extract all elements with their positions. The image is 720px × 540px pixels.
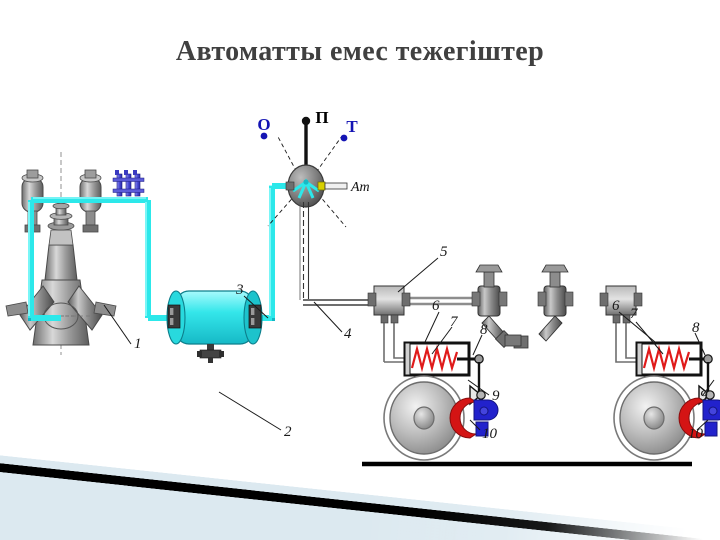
port-label-t: Т — [346, 117, 358, 136]
cooling-fins — [112, 170, 145, 197]
pipe-junction-right — [599, 285, 643, 340]
port-dot-o — [260, 132, 268, 140]
port-label-p: П — [315, 108, 328, 127]
port-dot-t — [340, 134, 348, 142]
air-reservoir — [166, 290, 263, 363]
brake-air-line — [303, 296, 640, 306]
page-title: Автоматты емес тежегіштер — [175, 36, 545, 67]
callout-6-right: 6 — [612, 298, 620, 314]
callout-1: 1 — [134, 336, 142, 352]
callout-7-right: 7 — [630, 306, 639, 322]
callout-9-left: 9 — [492, 388, 500, 404]
callout-3: 3 — [235, 282, 244, 298]
port-label-at: Ат — [350, 180, 370, 195]
callout-8-left: 8 — [480, 322, 488, 338]
callout-leaders — [103, 257, 715, 431]
drivers-brake-valve — [267, 116, 348, 300]
callout-4: 4 — [344, 326, 352, 342]
callout-9-right: 9 — [700, 388, 708, 404]
callout-6-left: 6 — [432, 298, 440, 314]
coupling-valves — [471, 264, 574, 349]
callout-7-left: 7 — [450, 314, 459, 330]
port-label-o: О — [257, 115, 270, 134]
pipe-junction-left — [367, 285, 411, 340]
brake-system-diagram: О П Т Ат — [5, 108, 720, 467]
callout-2: 2 — [284, 424, 292, 440]
callout-10-left: 10 — [482, 426, 498, 442]
compressor-head-right — [79, 169, 102, 233]
brake-assembly-left — [383, 340, 499, 461]
callout-5: 5 — [440, 244, 448, 260]
callout-10-right: 10 — [688, 426, 704, 442]
callout-8-right: 8 — [692, 320, 700, 336]
decorative-texture-band — [0, 470, 517, 540]
pipe-highlights — [28, 188, 271, 316]
compressor-unit — [5, 152, 145, 355]
brake-assembly-right — [613, 340, 720, 461]
